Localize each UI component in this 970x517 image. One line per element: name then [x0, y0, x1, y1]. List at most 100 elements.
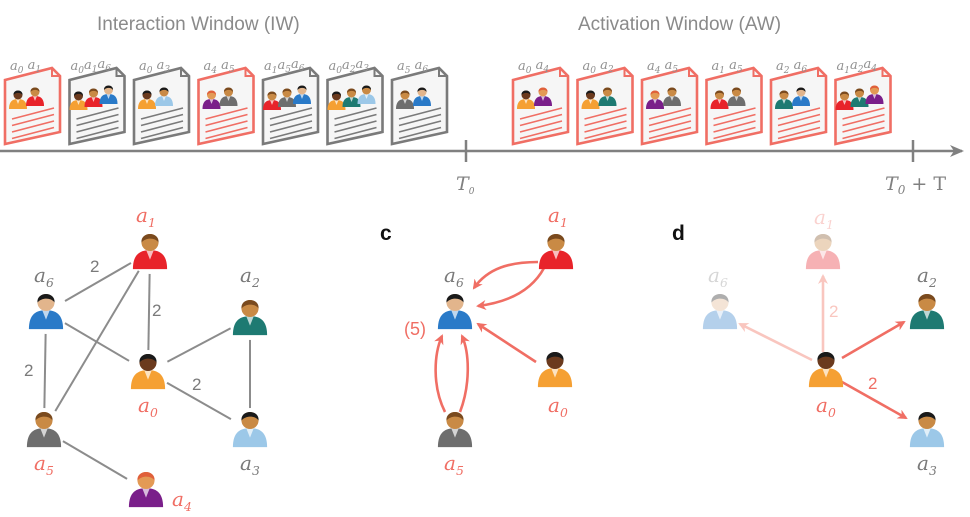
document-text-line	[713, 107, 756, 120]
person-hair	[446, 293, 464, 303]
document-agents-label: a0 a3	[139, 58, 170, 76]
person-icon-a5	[437, 411, 473, 448]
person-icon-a1	[710, 90, 729, 109]
person-collar	[40, 428, 48, 438]
document-text-line	[842, 120, 885, 133]
person-icon-a3	[909, 411, 945, 448]
target-count-label: (5)	[404, 319, 426, 339]
person-collar	[142, 488, 150, 498]
document-text-line	[713, 113, 756, 127]
agent-label-a6: a6	[708, 263, 728, 290]
edge-weight-label: 2	[152, 301, 161, 320]
person-hair	[839, 91, 850, 96]
edge-weight-label: 2	[829, 302, 838, 321]
person-collar	[819, 250, 827, 260]
person-icon-a6	[413, 87, 431, 106]
document-fold	[51, 68, 60, 77]
document-text-line	[140, 120, 184, 133]
person-collar	[246, 316, 254, 326]
person-icon-a2	[232, 299, 268, 336]
document-card: a1a5a6	[261, 57, 320, 146]
person-collar	[270, 100, 274, 105]
agent-label-a0: a0	[548, 393, 568, 420]
agent-label-a1: a1	[814, 205, 834, 232]
document-text-line	[584, 107, 627, 120]
person-hair	[546, 351, 564, 361]
document-text-line	[11, 126, 55, 140]
arrow-a5-a6	[434, 334, 447, 413]
document-card: a5 a6	[390, 58, 449, 146]
person-body	[702, 310, 738, 330]
document-fold	[309, 68, 318, 77]
iw-title: Interaction Window (IW)	[97, 14, 300, 35]
person-collar	[822, 368, 830, 378]
document-agents-label: a1a2a4	[837, 57, 878, 76]
person-icon-a3	[232, 411, 268, 448]
document-text-line	[76, 120, 119, 133]
document-agents-label: a4 a5	[647, 58, 678, 76]
document-text-line	[76, 113, 119, 127]
person-icon-a6	[702, 293, 738, 330]
person-icon-a0	[9, 90, 27, 109]
person-hair	[521, 90, 531, 95]
person-icon-a6	[437, 293, 473, 330]
person-hair	[779, 90, 789, 95]
person-icon-a5	[219, 87, 238, 106]
document-text-line	[584, 126, 627, 140]
document-fold	[244, 68, 254, 77]
arrow-a0-a2	[841, 320, 906, 360]
person-icon-a2	[598, 87, 617, 106]
person-hair	[817, 351, 835, 361]
person-icon-a1	[538, 233, 574, 270]
person-icon-a0	[327, 91, 346, 110]
person-hair	[650, 90, 660, 95]
document-agents-label: a0a1a6	[71, 57, 112, 76]
person-collar	[451, 310, 459, 320]
document-text-line	[334, 120, 377, 133]
person-collar	[872, 94, 877, 99]
person-icon-a5	[396, 90, 414, 109]
document-text-line	[648, 113, 692, 127]
person-collar	[734, 96, 739, 101]
document-text-line	[398, 126, 442, 140]
document-agents-label: a5 a6	[397, 58, 428, 76]
person-hair	[13, 90, 23, 95]
person-body	[128, 488, 164, 508]
document-fold	[817, 68, 826, 77]
t0-label: T0	[456, 173, 475, 197]
person-icon-a6	[293, 85, 311, 104]
person-collar	[349, 97, 354, 102]
person-hair	[814, 233, 832, 243]
person-collar	[226, 96, 231, 101]
document-text-line	[648, 120, 692, 133]
agent-label-a5: a5	[444, 451, 464, 478]
agent-label-a2: a2	[917, 263, 937, 290]
person-collar	[76, 100, 81, 105]
document-card: a0a2a3	[326, 57, 384, 146]
person-hair	[711, 293, 729, 303]
person-collar	[300, 94, 304, 99]
arrow-a0-a6	[476, 322, 537, 364]
document-text-line	[205, 113, 248, 127]
person-hair	[267, 91, 277, 96]
arrow-a1-a6	[476, 267, 546, 310]
person-hair	[731, 87, 742, 92]
document-text-line	[205, 107, 248, 120]
document-text-line	[398, 120, 442, 133]
document-text-line	[11, 107, 55, 120]
document-text-line	[205, 120, 248, 133]
document-agents-label: a0a2a3	[329, 57, 370, 76]
document-fold	[623, 68, 633, 77]
document-fold	[752, 68, 762, 77]
person-hair	[361, 85, 372, 90]
person-hair	[159, 87, 169, 92]
person-icon-a6	[28, 293, 64, 330]
arrow-a5-a6	[458, 334, 470, 413]
document-card: a2 a6	[769, 58, 828, 146]
document-text-line	[648, 107, 692, 120]
document-text-line	[584, 113, 627, 127]
person-hair	[918, 293, 936, 303]
person-icon-a0	[517, 90, 535, 109]
person-icon-a2	[850, 88, 869, 107]
